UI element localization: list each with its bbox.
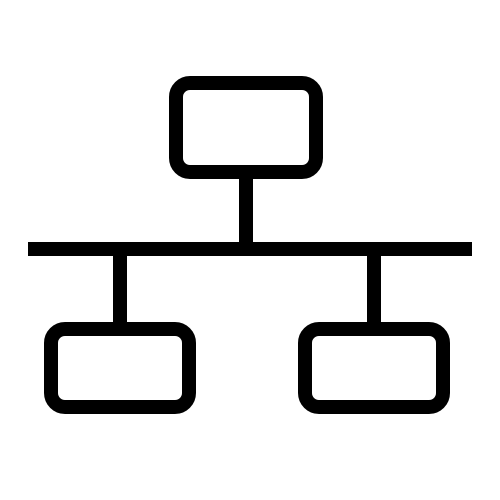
bottom-right-node — [298, 322, 450, 414]
icon-strokes — [28, 76, 472, 414]
bottom-left-node — [44, 322, 196, 414]
top-node — [169, 76, 323, 179]
